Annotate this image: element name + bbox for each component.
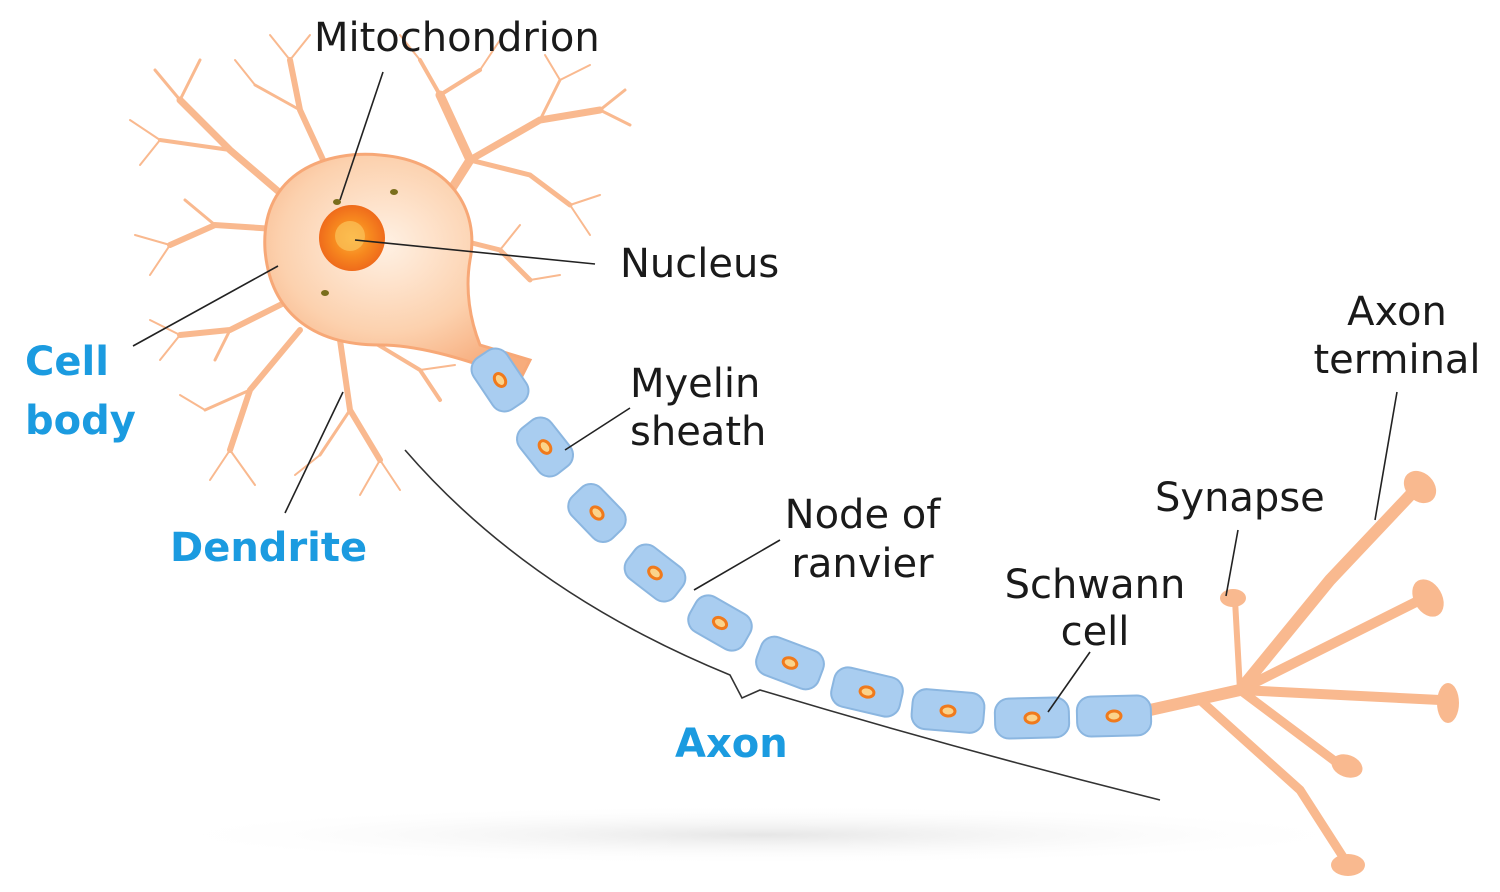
floor-shadow xyxy=(140,805,1380,865)
cell-body xyxy=(263,152,533,382)
schwann-nucleus xyxy=(711,615,729,631)
schwann-nucleus xyxy=(858,685,876,699)
myelin-segment xyxy=(516,416,574,478)
label-synapse: Synapse xyxy=(1155,475,1325,521)
myelin-segment xyxy=(830,666,904,718)
label-myelin-line1: Myelin xyxy=(630,361,761,407)
myelin-segment xyxy=(567,483,627,543)
schwann-nucleus xyxy=(1105,709,1123,723)
myelin-segment xyxy=(755,635,825,691)
schwann-nucleus xyxy=(781,656,799,670)
myelin-segment xyxy=(470,347,530,413)
label-mitochondrion: Mitochondrion xyxy=(314,15,600,61)
axon-terminals xyxy=(1144,484,1445,865)
label-schwann-line1: Schwann xyxy=(1004,562,1186,608)
label-node-line2: ranvier xyxy=(791,541,934,587)
label-node-line1: Node of xyxy=(784,492,941,538)
nucleus xyxy=(319,205,385,271)
label-schwann-line2: cell xyxy=(1060,609,1130,655)
dendrites xyxy=(129,34,632,496)
mitochondria xyxy=(321,189,398,296)
myelin-segment xyxy=(1075,694,1153,738)
label-cell-body-line1: Cell xyxy=(25,339,109,385)
myelin-segment xyxy=(993,696,1071,740)
myelin-segment xyxy=(687,594,753,652)
schwann-nucleus xyxy=(492,372,508,388)
schwann-nucleus xyxy=(537,439,553,455)
label-axon-terminal-line1: Axon xyxy=(1347,289,1447,335)
schwann-nucleus xyxy=(1023,711,1041,725)
label-nucleus: Nucleus xyxy=(620,241,780,287)
schwann-nucleus xyxy=(939,704,957,718)
label-myelin-line2: sheath xyxy=(630,409,767,455)
myelin-segment xyxy=(910,688,986,734)
leader-lines xyxy=(132,71,1398,713)
myelin-segment xyxy=(623,543,687,603)
schwann-nucleus xyxy=(589,505,605,521)
myelin-sheath xyxy=(470,347,1153,740)
label-dendrite: Dendrite xyxy=(170,525,368,571)
axon-brace xyxy=(404,449,1161,801)
schwann-nucleus xyxy=(647,565,663,581)
label-axon: Axon xyxy=(675,721,788,767)
label-axon-terminal-line2: terminal xyxy=(1313,337,1481,383)
terminal-bulbs xyxy=(1220,470,1459,876)
label-cell-body-line2: body xyxy=(25,398,136,444)
